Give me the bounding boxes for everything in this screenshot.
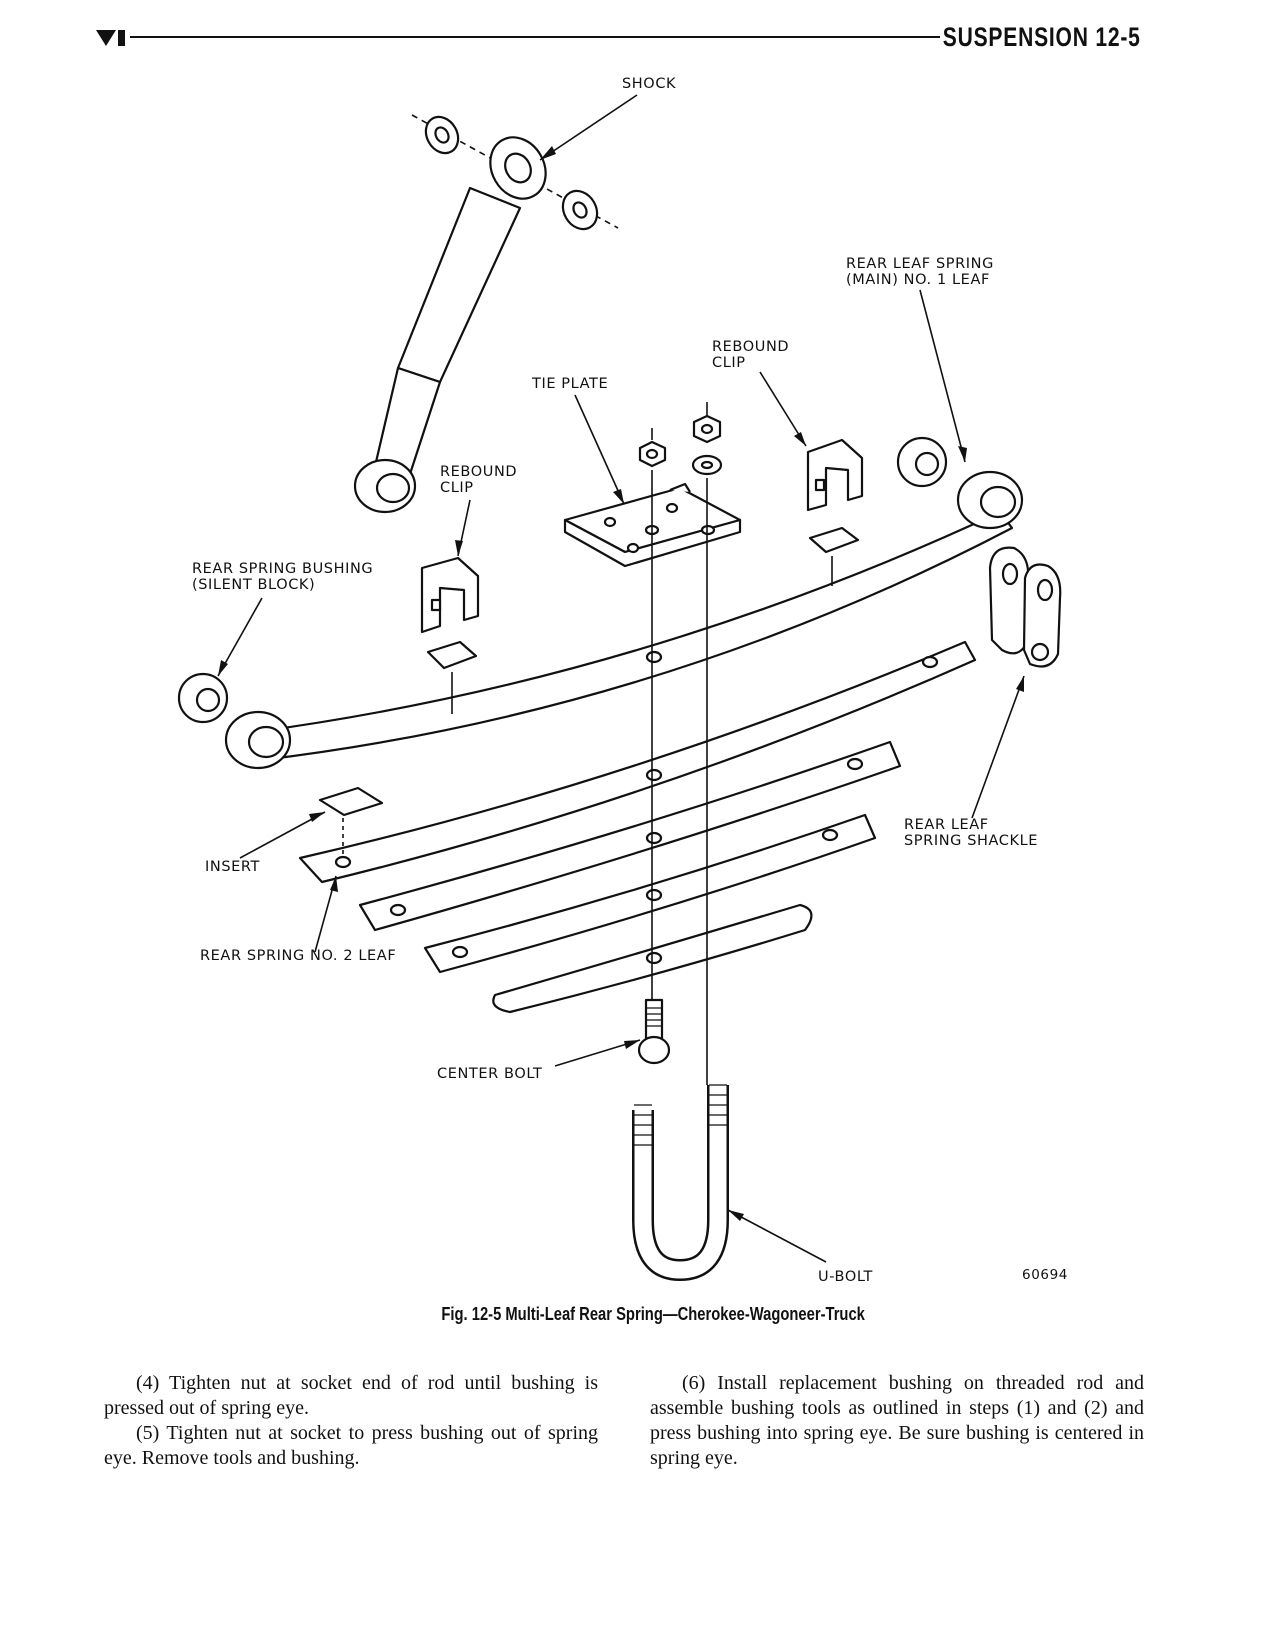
label-main-leaf: REAR LEAF SPRING (MAIN) NO. 1 LEAF <box>846 256 994 288</box>
tie-plate-nuts <box>638 402 723 476</box>
leaf-2 <box>298 640 977 884</box>
page-header: SUSPENSION 12-5 <box>96 22 1141 52</box>
label-ubolt: U-BOLT <box>818 1269 873 1285</box>
body-paragraph: (6) Install replacement bushing on threa… <box>650 1372 1144 1469</box>
label-no2-leaf: REAR SPRING NO. 2 LEAF <box>200 948 397 964</box>
label-rebound-clip-right: REBOUND CLIP <box>712 339 790 371</box>
label-center-bolt: CENTER BOLT <box>437 1066 543 1082</box>
header-title: SUSPENSION 12-5 <box>943 22 1141 53</box>
shock-absorber <box>353 114 619 514</box>
label-shock: SHOCK <box>622 76 677 92</box>
body-column-right: (6) Install replacement bushing on threa… <box>650 1371 1144 1471</box>
u-bolt <box>632 1084 729 1282</box>
header-page-number: 12-5 <box>1095 22 1141 52</box>
label-bushing: REAR SPRING BUSHING (SILENT BLOCK) <box>192 561 374 593</box>
body-paragraph: (5) Tighten nut at socket to press bushi… <box>104 1422 598 1469</box>
spring-shackle <box>988 546 1062 668</box>
art-number: 60694 <box>1022 1267 1068 1283</box>
figure-caption: Fig. 12-5 Multi-Leaf Rear Spring—Cheroke… <box>441 1304 865 1324</box>
label-shackle: REAR LEAF SPRING SHACKLE <box>904 817 1039 849</box>
insert <box>318 786 384 817</box>
label-tie-plate: TIE PLATE <box>532 376 609 392</box>
center-bolt <box>637 998 671 1065</box>
header-rule <box>130 36 940 38</box>
rebound-clip-right <box>806 438 864 586</box>
main-leaf <box>224 470 1024 770</box>
label-insert: INSERT <box>205 859 260 875</box>
leader-lines <box>217 94 1025 1263</box>
header-section: SUSPENSION <box>943 22 1090 52</box>
label-rebound-clip-left: REBOUND CLIP <box>440 464 518 496</box>
body-paragraph: (4) Tighten nut at socket end of rod unt… <box>104 1372 598 1419</box>
body-column-left: (4) Tighten nut at socket end of rod unt… <box>104 1371 598 1471</box>
rebound-clip-left <box>420 556 480 714</box>
spring-exploded-diagram <box>177 94 1062 1282</box>
leaf-3 <box>358 740 902 932</box>
brand-logo <box>96 28 126 53</box>
